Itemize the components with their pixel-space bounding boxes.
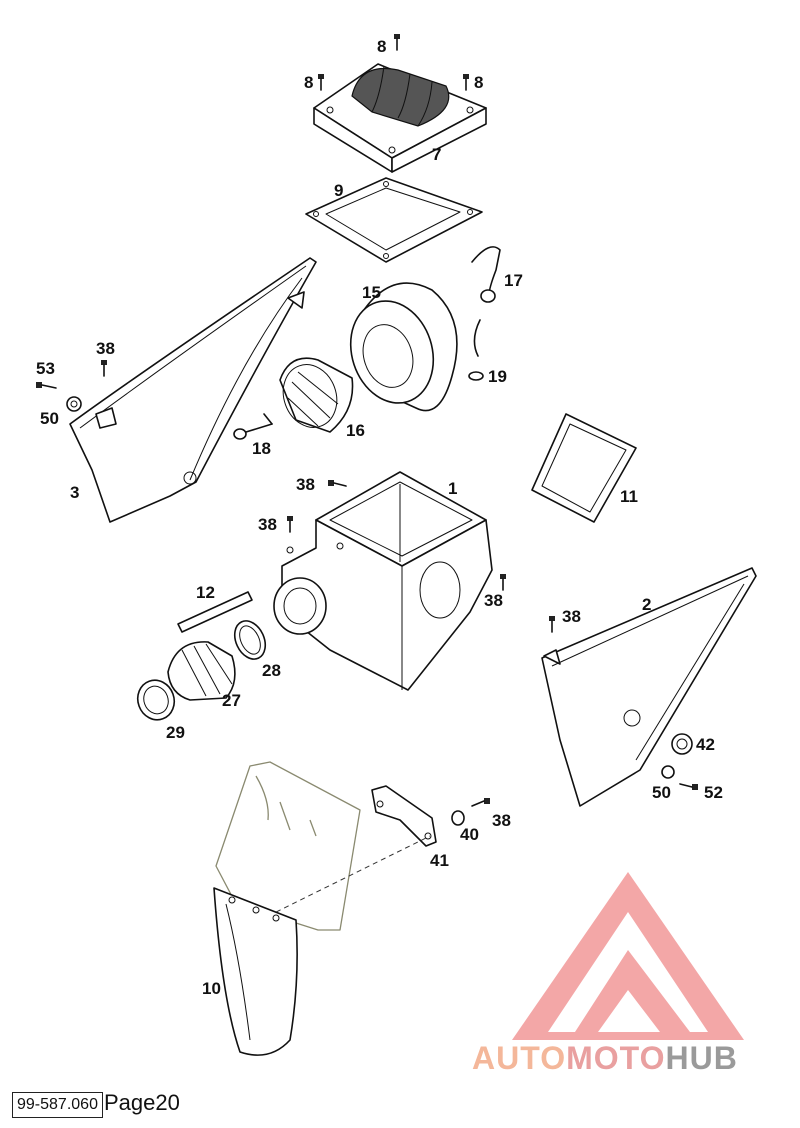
- callout-8-right: 8: [474, 73, 483, 92]
- callout-15: 15: [362, 283, 381, 302]
- part-28-clamp: [233, 620, 267, 660]
- part-1-airbox: [273, 471, 493, 691]
- callout-27: 27: [222, 691, 241, 710]
- part-41-bracket: [371, 785, 437, 847]
- diagram-code: 99-587.060: [12, 1092, 103, 1118]
- callout-29: 29: [166, 723, 185, 742]
- callout-42: 42: [696, 735, 715, 754]
- callout-38-airbox-right: 38: [484, 591, 503, 610]
- page-number: Page20: [104, 1090, 180, 1115]
- callout-2: 2: [642, 595, 651, 614]
- part-2-right-side-panel: [541, 567, 757, 807]
- screw-icon: [36, 360, 107, 389]
- callout-8-top: 8: [377, 37, 386, 56]
- callout-28: 28: [262, 661, 281, 680]
- callout-8-left: 8: [304, 73, 313, 92]
- part-10-mudflap: [213, 887, 298, 1056]
- part-11-insert: [531, 413, 637, 523]
- callout-12: 12: [196, 583, 215, 602]
- part-12-hose: [177, 591, 253, 633]
- callout-38-left: 38: [96, 339, 115, 358]
- part-15-air-filter: [349, 282, 458, 412]
- callout-41: 41: [430, 851, 449, 870]
- part-18-pin: [233, 413, 273, 440]
- callout-38-airbox-top: 38: [296, 475, 315, 494]
- callout-38-right-panel: 38: [562, 607, 581, 626]
- callout-50-left: 50: [40, 409, 59, 428]
- callout-3: 3: [70, 483, 79, 502]
- watermark-logo: [512, 872, 744, 1040]
- part-16-filter-cage: [279, 357, 354, 433]
- part-29-clamp: [136, 679, 176, 721]
- part-9-gasket: [305, 177, 483, 263]
- callout-7: 7: [432, 145, 441, 164]
- part-17-wire: [468, 246, 501, 381]
- rear-fender-outline: [215, 761, 431, 931]
- part-27-intake-boot: [167, 641, 236, 701]
- callout-17: 17: [504, 271, 523, 290]
- callout-50-right: 50: [652, 783, 671, 802]
- callout-38-airbox-left: 38: [258, 515, 277, 534]
- screw-icon: [318, 34, 469, 91]
- callout-53: 53: [36, 359, 55, 378]
- callout-19: 19: [488, 367, 507, 386]
- washer-icon: [66, 396, 82, 412]
- callout-40: 40: [460, 825, 479, 844]
- screw-icon: [471, 616, 698, 807]
- screw-icon: [287, 480, 506, 591]
- callout-11: 11: [620, 487, 638, 506]
- watermark-wordmark: AUTOMOTOHUB: [472, 1040, 738, 1076]
- part-7-airbox-cover: [313, 63, 487, 173]
- callout-1: 1: [448, 479, 457, 498]
- grommet-icon: [451, 733, 693, 826]
- callout-18: 18: [252, 439, 271, 458]
- part-3-left-side-panel: [69, 257, 317, 523]
- callout-52: 52: [704, 783, 723, 802]
- callout-9: 9: [334, 181, 343, 200]
- callout-16: 16: [346, 421, 365, 440]
- callout-10: 10: [202, 979, 221, 998]
- callout-38-bracket: 38: [492, 811, 511, 830]
